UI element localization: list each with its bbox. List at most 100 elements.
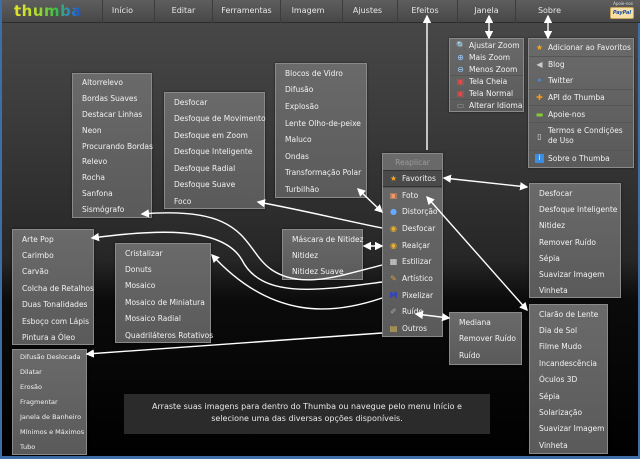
favoritos-item-sepia[interactable]: Sépia [539,253,560,263]
sobre-item-termos-e-condicoes-de-uso[interactable]: ▯Termos e Condições de Uso [529,121,633,150]
nav-sobre[interactable]: Sobre [515,0,583,23]
foto-item-clarao-de-lente[interactable]: Clarão de Lente [539,309,599,319]
efeitos-item-realcar[interactable]: ◉Realçar [383,237,442,254]
efeitos-item-estilizar[interactable]: ▦Estilizar [383,253,442,270]
pixelizar-item-donuts[interactable]: Donuts [125,265,152,275]
nav-inicio[interactable]: Início [102,0,142,23]
outros-item-minimos-e-maximos[interactable]: Mínimos e Máximos [20,427,85,436]
sobre-item-adicionar-ao-favoritos[interactable]: ★Adicionar ao Favoritos [529,39,633,56]
outros-item-fragmentar[interactable]: Fragmentar [20,398,58,407]
estilizar-item-sismografo[interactable]: Sismógrafo [82,204,125,214]
pixelizar-item-mosaico-radial[interactable]: Mosaico Radial [125,314,181,324]
foto-item-incandescencia[interactable]: Incandescência [539,358,598,368]
sobre-item-apoie-nos[interactable]: ▬Apoie-nos [529,105,633,122]
ruido-item-ruido[interactable]: Ruído [459,350,481,360]
artistico-item-esboco-com-lapis[interactable]: Esboço com Lápis [22,316,90,326]
efeitos-item-desfocar[interactable]: ◉Desfocar [383,220,442,237]
foto-item-filme-mudo[interactable]: Filme Mudo [539,342,582,352]
ruido-item-mediana[interactable]: Mediana [459,317,491,327]
outros-item-janela-de-banheiro[interactable]: Janela de Banheiro [20,413,82,421]
janela-item-ajustar-zoom[interactable]: 🔍Ajustar Zoom [450,39,523,51]
realcar-item-mascara-de-nitidez[interactable]: Máscara de Nitidez [292,234,364,244]
nav-editar[interactable]: Editar [154,0,212,23]
ruido-item-remover-ruido[interactable]: Remover Ruído [459,334,516,344]
desfocar-item-desfoque-em-zoom[interactable]: Desfoque em Zoom [174,130,248,140]
artistico-item-carimbo[interactable]: Carimbo [22,251,54,261]
artistico-item-duas-tonalidades[interactable]: Duas Tonalidades [22,300,88,310]
desfocar-item-foco[interactable]: Foco [174,196,192,206]
foto-item-dia-de-sol[interactable]: Dia de Sol [539,326,578,336]
janela-item-alterar-idioma[interactable]: ▭Alterar Idioma [450,99,523,111]
pixelizar-item-cristalizar[interactable]: Cristalizar [125,248,163,258]
artistico-item-arte-pop[interactable]: Arte Pop [22,234,54,244]
outros-item-tubo[interactable]: Tubo [20,442,36,451]
distorcao-item-blocos-de-vidro[interactable]: Blocos de Vidro [285,68,343,78]
efeitos-item-ruido[interactable]: ✐Ruído [383,304,442,321]
artistico-item-pintura-a-oleo[interactable]: Pintura a Óleo [22,333,76,343]
realcar-item-nitidez-suave[interactable]: Nitidez Suave [292,267,344,277]
distorcao-item-maluco[interactable]: Maluco [285,135,312,145]
outros-item-difusao-deslocada[interactable]: Difusão Deslocada [20,353,81,362]
efeitos-item-favoritos[interactable]: ★Favoritos [383,170,442,187]
pixelizar-item-mosaico-de-miniatura[interactable]: Mosaico de Miniatura [125,297,205,307]
estilizar-item-neon[interactable]: Neon [82,125,102,135]
artistico-item-carvao[interactable]: Carvão [22,267,49,277]
sobre-item-twitter[interactable]: ✦Twitter [529,72,633,89]
nav-janela[interactable]: Janela [457,0,515,23]
estilizar-item-destacar-linhas[interactable]: Destacar Linhas [82,109,143,119]
foto-item-oculos-3d[interactable]: Óculos 3D [539,375,578,385]
distorcao-item-difusao[interactable]: Difusão [285,85,314,95]
estilizar-item-procurando-bordas[interactable]: Procurando Bordas [82,141,153,151]
desfocar-item-desfoque-suave[interactable]: Desfoque Suave [174,180,236,190]
desfocar-item-desfocar[interactable]: Desfocar [174,97,208,107]
favoritos-item-desfoque-inteligente[interactable]: Desfoque Inteligente [539,204,618,214]
efeitos-item-foto[interactable]: ▣Foto [383,186,442,204]
estilizar-item-relevo[interactable]: Relevo [82,157,108,167]
favoritos-item-nitidez[interactable]: Nitidez [539,221,566,231]
desfocar-item-desfoque-de-movimento[interactable]: Desfoque de Movimento [174,114,266,124]
foto-item-suavizar-imagem[interactable]: Suavizar Imagem [539,424,605,434]
realcar-item-nitidez[interactable]: Nitidez [292,251,319,261]
pixelizar-item-quadrilateros-rotativos[interactable]: Quadriláteros Rotativos [125,330,214,340]
nav-imagem[interactable]: Imagem [280,0,335,23]
favoritos-item-remover-ruido[interactable]: Remover Ruído [539,237,596,247]
estilizar-item-bordas-suaves[interactable]: Bordas Suaves [82,94,138,104]
estilizar-item-sanfona[interactable]: Sanfona [82,188,113,198]
distorcao-item-lente-olho-de-peixe[interactable]: Lente Olho-de-peixe [285,118,361,128]
efeitos-item-artistico[interactable]: ✎Artístico [383,270,442,287]
desfocar-item-desfoque-radial[interactable]: Desfoque Radial [174,163,236,173]
sobre-item-api-do-thumba[interactable]: ✚API do Thumba [529,88,633,106]
distorcao-item-transformacao-polar[interactable]: Transformação Polar [285,168,362,178]
favoritos-item-suavizar-imagem[interactable]: Suavizar Imagem [539,270,605,280]
distorcao-item-turbilhao[interactable]: Turbilhão [285,184,320,194]
janela-item-tela-cheia[interactable]: ▣Tela Cheia [450,75,523,87]
artistico-item-colcha-de-retalhos[interactable]: Colcha de Retalhos [22,283,94,293]
outros-item-dilatar[interactable]: Dilatar [20,368,42,377]
janela-item-tela-normal[interactable]: ▣Tela Normal [450,87,523,99]
reapply-button[interactable]: Reaplicar [395,157,430,167]
desfocar-item-desfoque-inteligente[interactable]: Desfoque Inteligente [174,147,253,157]
estilizar-item-altorrelevo[interactable]: Altorrelevo [82,78,123,88]
pixelizar-item-mosaico[interactable]: Mosaico [125,281,156,291]
foto-item-solarizacao[interactable]: Solarização [539,408,583,418]
janela-item-mais-zoom[interactable]: ⊕Mais Zoom [450,51,523,63]
estilizar-item-rocha[interactable]: Rocha [82,173,105,183]
nav-ajustes[interactable]: Ajustes [342,0,392,23]
efeitos-item-outros[interactable]: ▤Outros [383,320,442,337]
foto-item-vinheta[interactable]: Vinheta [539,440,568,450]
nav-efeitos[interactable]: Efeitos [397,0,452,23]
nav-ferramentas[interactable]: Ferramentas [212,0,280,23]
favoritos-item-vinheta[interactable]: Vinheta [539,286,568,296]
menu-item-label: Alterar Idioma [469,101,523,110]
efeitos-item-distorcao[interactable]: ●Distorção [383,203,442,220]
favoritos-item-desfocar[interactable]: Desfocar [539,188,573,198]
distorcao-item-ondas[interactable]: Ondas [285,151,309,161]
janela-item-menos-zoom[interactable]: ⊖Menos Zoom [450,63,523,75]
outros-item-erosao[interactable]: Erosão [20,383,42,392]
paypal-button[interactable]: PayPal [610,7,634,19]
foto-item-sepia[interactable]: Sépia [539,391,560,401]
sobre-item-blog[interactable]: ◀Blog [529,55,633,73]
distorcao-item-explosao[interactable]: Explosão [285,101,319,111]
